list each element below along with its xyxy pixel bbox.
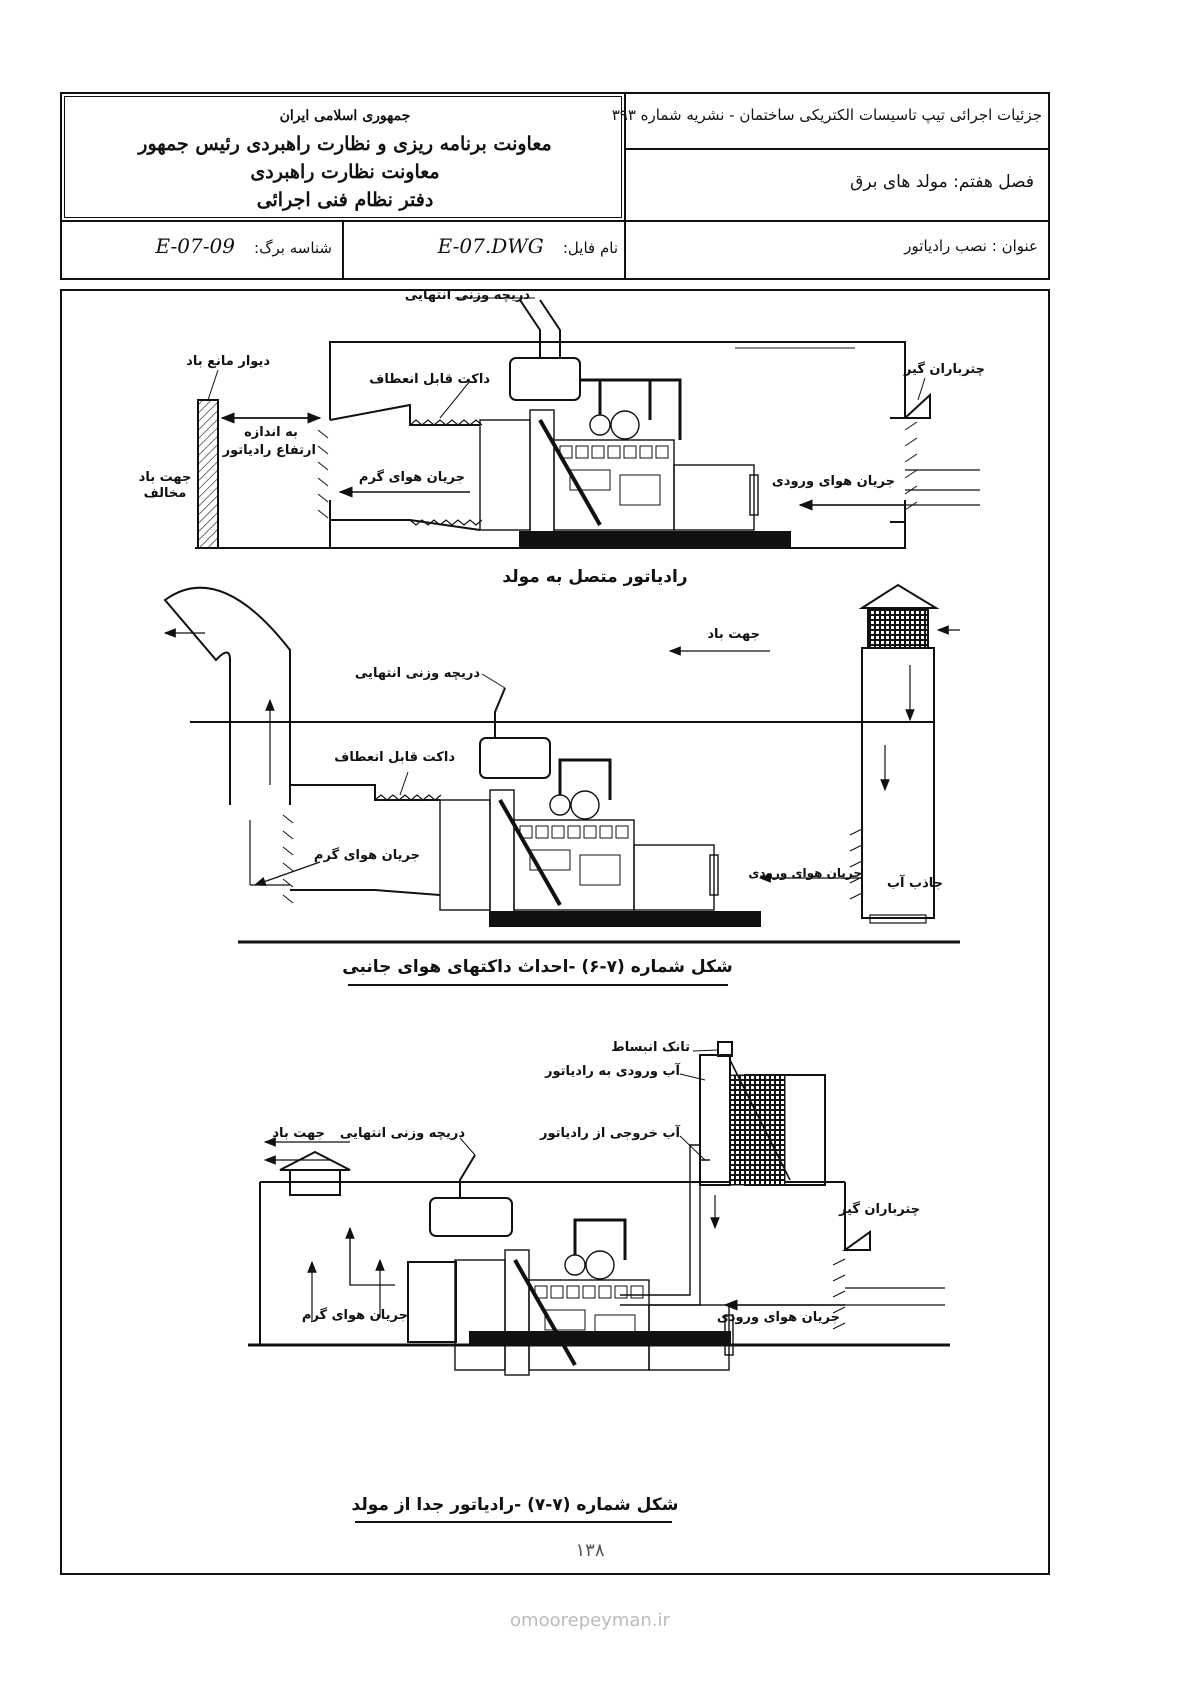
sheet-value: E-07-09 bbox=[155, 234, 235, 258]
figure1-drawing bbox=[195, 297, 980, 549]
header-divider-vertical bbox=[624, 92, 626, 280]
fig3-water-in-label: آب ورودی به رادیاتور bbox=[545, 1064, 680, 1079]
fig2-water-trap-label: جاذب آب bbox=[886, 876, 943, 891]
fig3-tank-label: تانک انبساط bbox=[611, 1040, 690, 1055]
fig1-wind-dir-line2: مخالف bbox=[143, 486, 187, 501]
sheet-label: شناسه برگ: bbox=[254, 239, 332, 257]
figure2-drawing bbox=[163, 583, 960, 944]
chapter-title: فصل هفتم: مولد های برق bbox=[850, 172, 1034, 192]
fig1-rain-guard-label: چترباران گیر bbox=[903, 362, 985, 377]
figure3-drawing bbox=[248, 1041, 950, 1377]
fig3-damper-label: دریچه وزنی انتهایی bbox=[339, 1126, 465, 1141]
header-divider-chapter bbox=[624, 148, 1050, 150]
fig1-distance-label: به اندازه ارتفاع رادیاتور bbox=[222, 424, 316, 460]
fig1-inlet-air-label: جریان هوای ورودی bbox=[771, 474, 895, 489]
fig2-hot-air-label: جریان هوای گرم bbox=[313, 848, 420, 863]
subject-label: عنوان : bbox=[991, 237, 1038, 255]
org-supervision: معاونت نظارت راهبردی bbox=[250, 161, 440, 183]
org-country: جمهوری اسلامی ایران bbox=[279, 108, 411, 124]
fig2-duct-label: داکت قابل انعطاف bbox=[334, 750, 455, 765]
subject-row: عنوان : نصب رادیاتور bbox=[630, 237, 1038, 255]
org-office: دفتر نظام فنی اجرائی bbox=[256, 189, 434, 211]
fig1-distance-line1: به اندازه bbox=[244, 425, 298, 440]
fig1-distance-line2: ارتفاع رادیاتور bbox=[222, 443, 316, 458]
fig1-hot-air-label: جریان هوای گرم bbox=[358, 470, 465, 485]
publication-title: جزئیات اجرائی تیپ تاسیسات الکتریکی ساختم… bbox=[611, 106, 1042, 124]
fig1-wind-dir-label: جهت باد مخالف bbox=[135, 470, 195, 502]
fig3-inlet-air-label: جریان هوای ورودی bbox=[716, 1310, 840, 1325]
header-divider-file bbox=[342, 220, 344, 280]
fig1-caption: رادیاتور متصل به مولد bbox=[502, 567, 688, 587]
fig3-rain-guard-label: چترباران گیر bbox=[838, 1202, 920, 1217]
fig1-wind-wall-label: دیوار مانع باد bbox=[186, 354, 270, 369]
page-number: ۱۳۸ bbox=[575, 1540, 605, 1561]
watermark: omoorepeyman.ir bbox=[510, 1610, 670, 1631]
file-value: E-07.DWG bbox=[437, 234, 544, 258]
fig3-wind-dir-label: جهت باد bbox=[272, 1126, 325, 1141]
fig3-hot-air-label: جریان هوای گرم bbox=[301, 1308, 408, 1323]
header-frame bbox=[60, 92, 1050, 280]
header-divider-horizontal bbox=[60, 220, 1050, 222]
org-deputy: معاونت برنامه ریزی و نظارت راهبردی رئیس … bbox=[138, 133, 552, 155]
fig2-wind-dir-label: جهت باد bbox=[707, 627, 760, 642]
fig3-caption: شکل شماره (۷-۷) -رادیاتور جدا از مولد bbox=[351, 1495, 679, 1515]
fig2-damper-label: دریچه وزنی انتهایی bbox=[354, 666, 480, 681]
file-label: نام فایل: bbox=[562, 239, 618, 257]
drawing-frame bbox=[60, 289, 1050, 1575]
fig2-caption: شکل شماره (۷-۶) -احداث داکتهای هوای جانب… bbox=[342, 957, 733, 977]
sheet-row: شناسه برگ: E-07-09 bbox=[70, 234, 332, 258]
fig3-water-out-label: آب خروجی از رادیاتور bbox=[540, 1126, 680, 1141]
subject-value: نصب رادیاتور bbox=[904, 237, 987, 255]
org-box bbox=[64, 96, 622, 218]
fig1-duct-label: داکت قابل انعطاف bbox=[369, 372, 490, 387]
fig1-wind-dir-line1: جهت باد bbox=[138, 470, 192, 485]
fig1-damper-label: دریچه وزنی انتهایی bbox=[404, 288, 530, 303]
org-title-block: جمهوری اسلامی ایران معاونت برنامه ریزی و… bbox=[70, 102, 620, 230]
fig2-inlet-air-label: جریان هوای ورودی bbox=[748, 866, 862, 880]
file-row: نام فایل: E-07.DWG bbox=[350, 234, 618, 258]
